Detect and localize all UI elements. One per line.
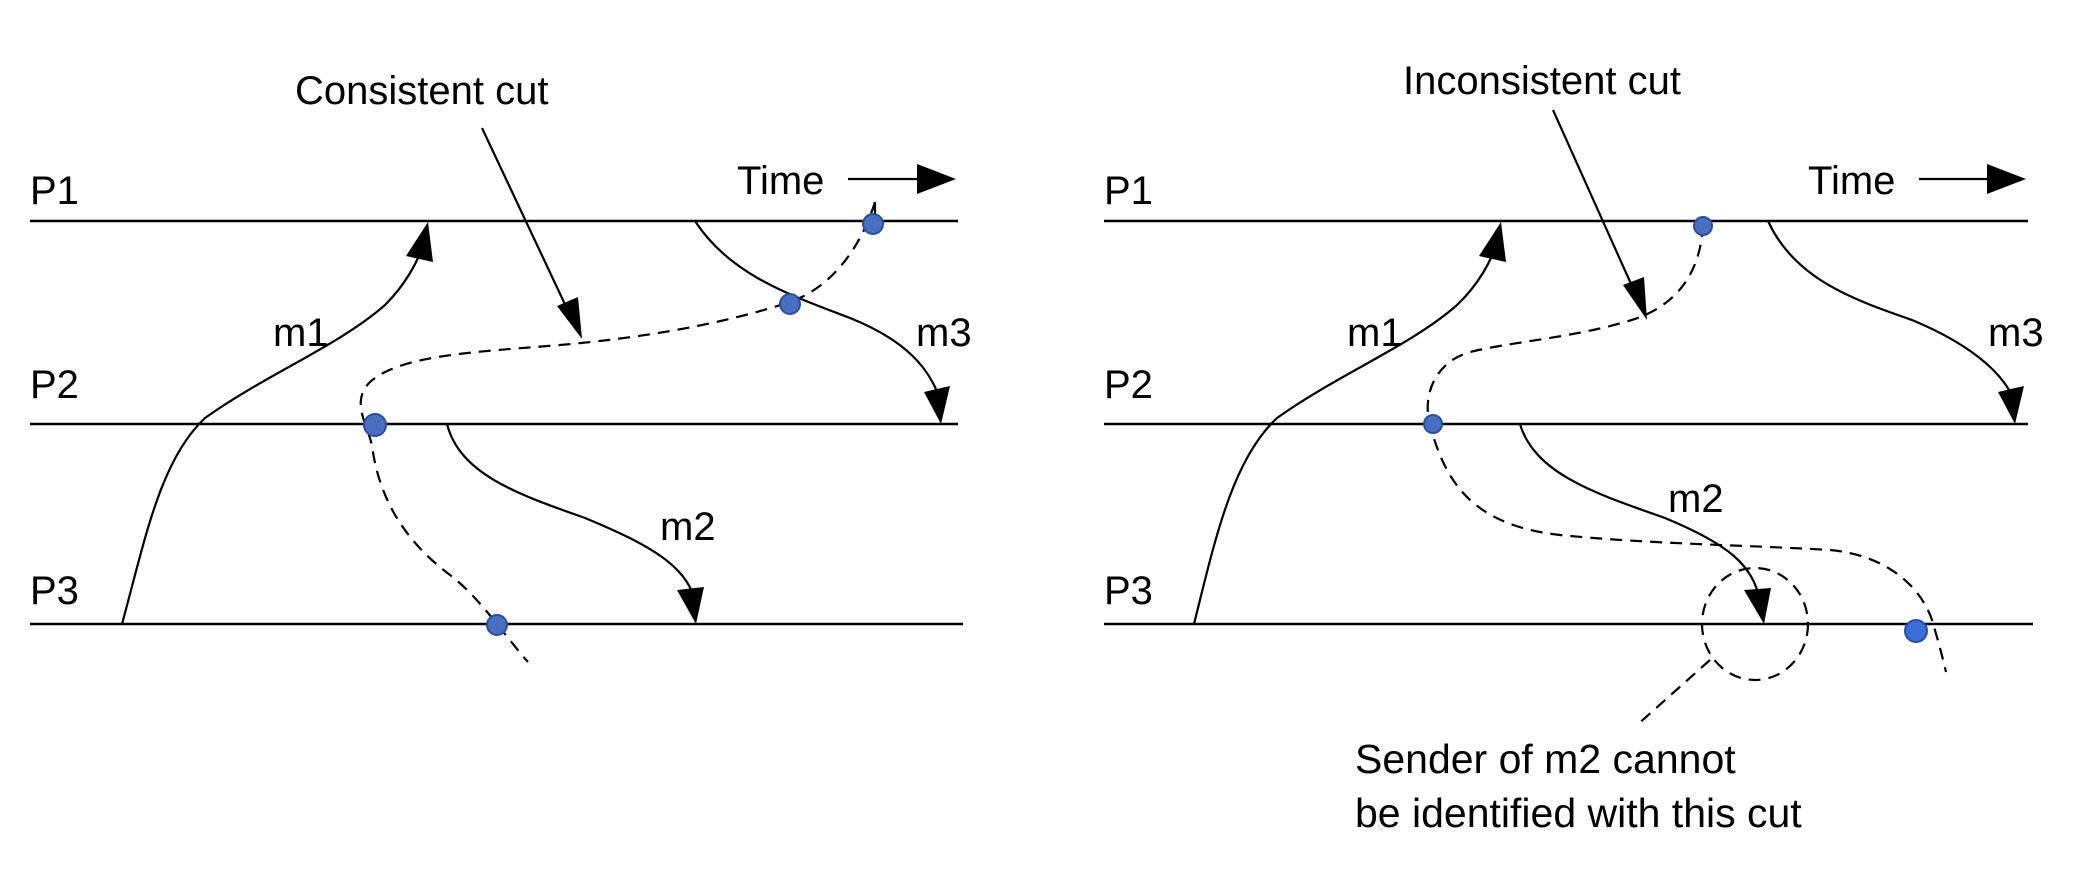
right-cut-point-p2 — [1423, 414, 1443, 434]
left-p3-label: P3 — [30, 569, 79, 613]
right-annotation-leader — [1635, 659, 1711, 727]
right-p3-label: P3 — [1104, 569, 1153, 613]
right-time-label: Time — [1808, 159, 1895, 203]
left-time-label: Time — [737, 159, 824, 203]
left-m1-label: m1 — [273, 311, 329, 355]
right-title-pointer-arrowhead — [1623, 277, 1647, 320]
right-m2-arrowhead — [1744, 588, 1771, 624]
left-title: Consistent cut — [295, 69, 548, 113]
left-m2-path — [445, 423, 697, 601]
right-m1-path — [1192, 241, 1499, 625]
right-cut-point-p3 — [1904, 619, 1928, 643]
right-cut-point-p1 — [1693, 216, 1713, 236]
right-panel: P1 P2 P3 Inconsistent cut Time m1 m3 m2 — [1104, 59, 2044, 836]
left-cut-point-m3-crossing — [779, 293, 801, 315]
right-m3-label: m3 — [1988, 311, 2044, 355]
left-cut-point-p1 — [862, 213, 884, 235]
left-m2-arrowhead — [677, 587, 704, 624]
left-time-arrowhead — [917, 164, 956, 194]
left-m1-path — [120, 241, 426, 625]
right-annotation-line-2: be identified with this cut — [1355, 790, 1802, 836]
right-m3-arrowhead — [1998, 386, 2024, 424]
left-m2-label: m2 — [660, 505, 716, 549]
right-m3-path — [1767, 220, 2016, 401]
right-cut-line — [1426, 224, 1948, 673]
left-p1-label: P1 — [30, 169, 79, 213]
left-title-pointer-arrowhead — [557, 297, 582, 339]
right-title-pointer — [1551, 109, 1638, 296]
left-m3-arrowhead — [924, 386, 950, 424]
right-m2-label: m2 — [1668, 477, 1724, 521]
right-annotation-line-1: Sender of m2 cannot — [1355, 736, 1736, 782]
right-title: Inconsistent cut — [1403, 59, 1681, 103]
left-panel: P1 P2 P3 Consistent cut Time m1 m3 m2 — [30, 69, 972, 663]
right-time-arrowhead — [1987, 164, 2026, 194]
left-title-pointer — [481, 127, 571, 316]
right-m1-arrowhead — [1479, 222, 1506, 262]
left-cut-line — [359, 201, 877, 663]
left-m3-path — [694, 220, 942, 401]
left-m1-arrowhead — [406, 222, 433, 262]
left-cut-point-p3 — [486, 614, 508, 636]
left-m3-label: m3 — [916, 311, 972, 355]
right-p2-label: P2 — [1104, 363, 1153, 407]
left-cut-point-p2 — [363, 413, 387, 437]
right-m1-label: m1 — [1347, 311, 1403, 355]
right-m2-path — [1518, 423, 1762, 601]
left-p2-label: P2 — [30, 363, 79, 407]
right-p1-label: P1 — [1104, 169, 1153, 213]
right-m2-receive-highlight — [1700, 566, 1810, 682]
